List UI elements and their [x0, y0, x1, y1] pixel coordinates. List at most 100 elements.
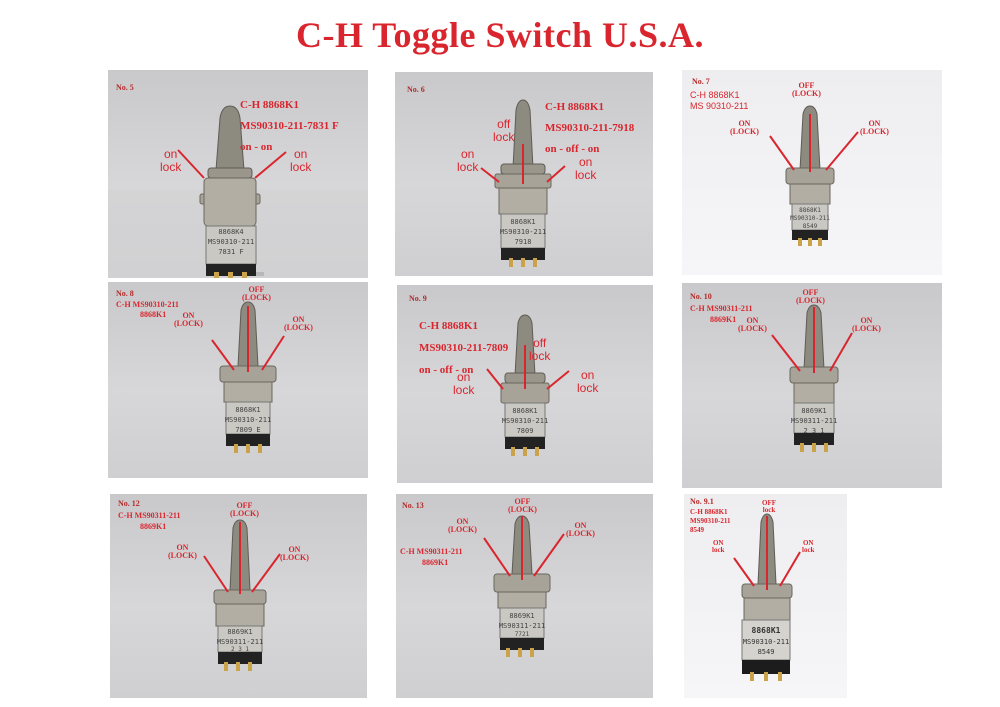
svg-text:MS90310-211: MS90310-211 — [208, 238, 254, 246]
photo-panel-no13: 8869K1 MS90311-211 7721 No. 13 C-H MS903… — [396, 494, 653, 698]
panel-number: No. 9.1 — [690, 497, 714, 506]
toggle-switch-photo: 8869K1 MS90311-211 2 3 1 — [771, 304, 853, 452]
svg-text:7918: 7918 — [515, 238, 532, 246]
panel-number: No. 10 — [690, 292, 712, 301]
panel-number: No. 6 — [407, 85, 425, 94]
model-line: 8868K1 — [140, 310, 167, 319]
svg-text:7831 F: 7831 F — [218, 248, 243, 256]
svg-text:MS90310-211: MS90310-211 — [502, 417, 548, 425]
svg-text:MS90310-211: MS90310-211 — [790, 215, 830, 222]
right-position-label: ON lock — [802, 539, 815, 554]
svg-text:MS90311-211: MS90311-211 — [217, 638, 263, 646]
photo-panel-no8: 8868K1 MS90310-211 7809 E No. 8 C-H MS90… — [108, 282, 368, 478]
svg-text:8868K1: 8868K1 — [752, 626, 781, 635]
svg-text:MS90310-211: MS90310-211 — [225, 416, 271, 424]
model-line: MS90310-211 — [690, 517, 731, 525]
model-line: MS90310-211-7918 — [545, 122, 635, 134]
toggle-switch-photo: 8868K1 MS90310-211 7809 E — [211, 301, 285, 453]
svg-text:8869K1: 8869K1 — [509, 612, 534, 620]
panel-number: No. 13 — [402, 501, 424, 510]
toggle-switch-photo: 8868K4 MS90310-211 7831 F — [108, 105, 368, 278]
model-line: MS90310-211-7831 F — [240, 120, 339, 132]
right-position-label: ON (LOCK) — [566, 521, 595, 538]
model-line: C-H MS90311-211 — [400, 547, 463, 556]
model-line: 8549 — [690, 526, 704, 534]
left-position-label: ON (LOCK) — [448, 517, 477, 534]
panel-number: No. 7 — [692, 77, 710, 86]
svg-text:7809 E: 7809 E — [235, 426, 260, 434]
svg-text:7721: 7721 — [515, 631, 530, 638]
model-line: C-H 8868K1 — [545, 101, 604, 113]
model-line: 8869K1 — [140, 522, 167, 531]
model-line: on - off - on — [545, 143, 600, 155]
center-position-label: OFF (LOCK) — [796, 288, 825, 305]
left-position-label: ON (LOCK) — [738, 316, 767, 333]
svg-text:8868K1: 8868K1 — [510, 218, 535, 226]
svg-text:7809: 7809 — [517, 427, 534, 435]
left-position-label: ON (LOCK) — [174, 311, 203, 328]
model-line: C-H 8868K1 — [690, 508, 728, 516]
toggle-switch-photo: 8868K1 MS90310-211 7809 — [486, 314, 570, 456]
svg-text:MS90310-211: MS90310-211 — [500, 228, 546, 236]
left-position-label: ON lock — [712, 539, 725, 554]
photo-panel-no7: 8868K1 MS90310-211 8549 No. 7 C-H 8868K1… — [682, 70, 942, 275]
center-position-label: off lock — [493, 117, 515, 144]
model-line: 8869K1 — [422, 558, 449, 567]
photo-panel-no5: 8868K4 MS90310-211 7831 F No. 5 C-H 8868… — [108, 70, 368, 278]
center-position-label: OFF (LOCK) — [508, 497, 537, 514]
panel-number: No. 12 — [118, 499, 140, 508]
svg-text:MS90310-211: MS90310-211 — [743, 638, 789, 646]
svg-text:MS90311-211: MS90311-211 — [499, 622, 545, 630]
photo-panel-no6: 8868K1 MS90310-211 7918 No. 6 C-H 8868K1… — [395, 72, 653, 276]
left-position-label: on lock — [453, 370, 475, 397]
photo-panel-no12: 8869K1 MS90311-211 2 3 1 No. 12 C-H MS90… — [110, 494, 367, 698]
svg-text:2 3 1: 2 3 1 — [803, 427, 824, 435]
panel-number: No. 9 — [409, 294, 427, 303]
model-line: C-H MS90311-211 — [690, 304, 753, 313]
model-line: on - on — [240, 141, 273, 153]
right-position-label: ON (LOCK) — [852, 316, 881, 333]
photo-panel-no9: 8868K1 MS90310-211 7809 No. 9 C-H 8868K1… — [397, 285, 653, 483]
right-position-label: on lock — [290, 147, 312, 174]
right-position-label: on lock — [577, 368, 599, 395]
left-position-label: ON (LOCK) — [730, 119, 759, 136]
svg-text:8869K1: 8869K1 — [227, 628, 252, 636]
svg-text:MS90311-211: MS90311-211 — [791, 417, 837, 425]
page-title: C-H Toggle Switch U.S.A. — [295, 15, 705, 55]
model-line: MS 90310-211 — [690, 101, 749, 111]
left-position-label: on lock — [160, 147, 182, 174]
toggle-switch-photo: 8869K1 MS90311-211 2 3 1 — [203, 519, 281, 671]
right-position-label: ON (LOCK) — [280, 545, 309, 562]
right-position-label: on lock — [575, 155, 597, 182]
svg-text:8869K1: 8869K1 — [801, 407, 826, 415]
model-line: on - off - on — [419, 364, 474, 376]
right-position-label: ON (LOCK) — [860, 119, 889, 136]
photo-panel-no9-1: 8868K1 MS90310-211 8549 No. 9.1 C-H 8868… — [684, 494, 847, 698]
panel-number: No. 8 — [116, 289, 134, 298]
center-position-label: OFF (LOCK) — [242, 285, 271, 302]
center-position-label: off lock — [529, 336, 551, 363]
center-position-label: OFF (LOCK) — [792, 81, 821, 98]
svg-text:2 3 1: 2 3 1 — [231, 646, 249, 653]
model-line: C-H MS90310-211 — [116, 300, 179, 309]
svg-text:8549: 8549 — [803, 223, 818, 230]
svg-text:8868K1: 8868K1 — [235, 406, 260, 414]
model-line: 8869K1 — [710, 315, 737, 324]
toggle-switch-photo: 8868K1 MS90310-211 8549 — [769, 105, 859, 246]
model-line: C-H MS90311-211 — [118, 511, 181, 520]
svg-text:8868K1: 8868K1 — [512, 407, 537, 415]
toggle-switch-photo: 8869K1 MS90311-211 7721 — [483, 515, 565, 657]
svg-text:8868K1: 8868K1 — [799, 207, 821, 214]
right-position-label: ON (LOCK) — [284, 315, 313, 332]
model-line: MS90310-211-7809 — [419, 342, 509, 354]
model-line: C-H 8868K1 — [240, 99, 299, 111]
toggle-switch-photo: 8868K1 MS90310-211 7918 — [480, 99, 566, 267]
left-position-label: ON (LOCK) — [168, 543, 197, 560]
svg-text:8868K4: 8868K4 — [218, 228, 243, 236]
center-position-label: OFF lock — [762, 499, 776, 514]
center-position-label: OFF (LOCK) — [230, 501, 259, 518]
model-line: C-H 8868K1 — [690, 90, 740, 100]
toggle-switch-photo: 8868K1 MS90310-211 8549 — [733, 513, 801, 681]
model-line: C-H 8868K1 — [419, 320, 478, 332]
photo-panel-no10: 8869K1 MS90311-211 2 3 1 No. 10 C-H MS90… — [682, 283, 942, 488]
